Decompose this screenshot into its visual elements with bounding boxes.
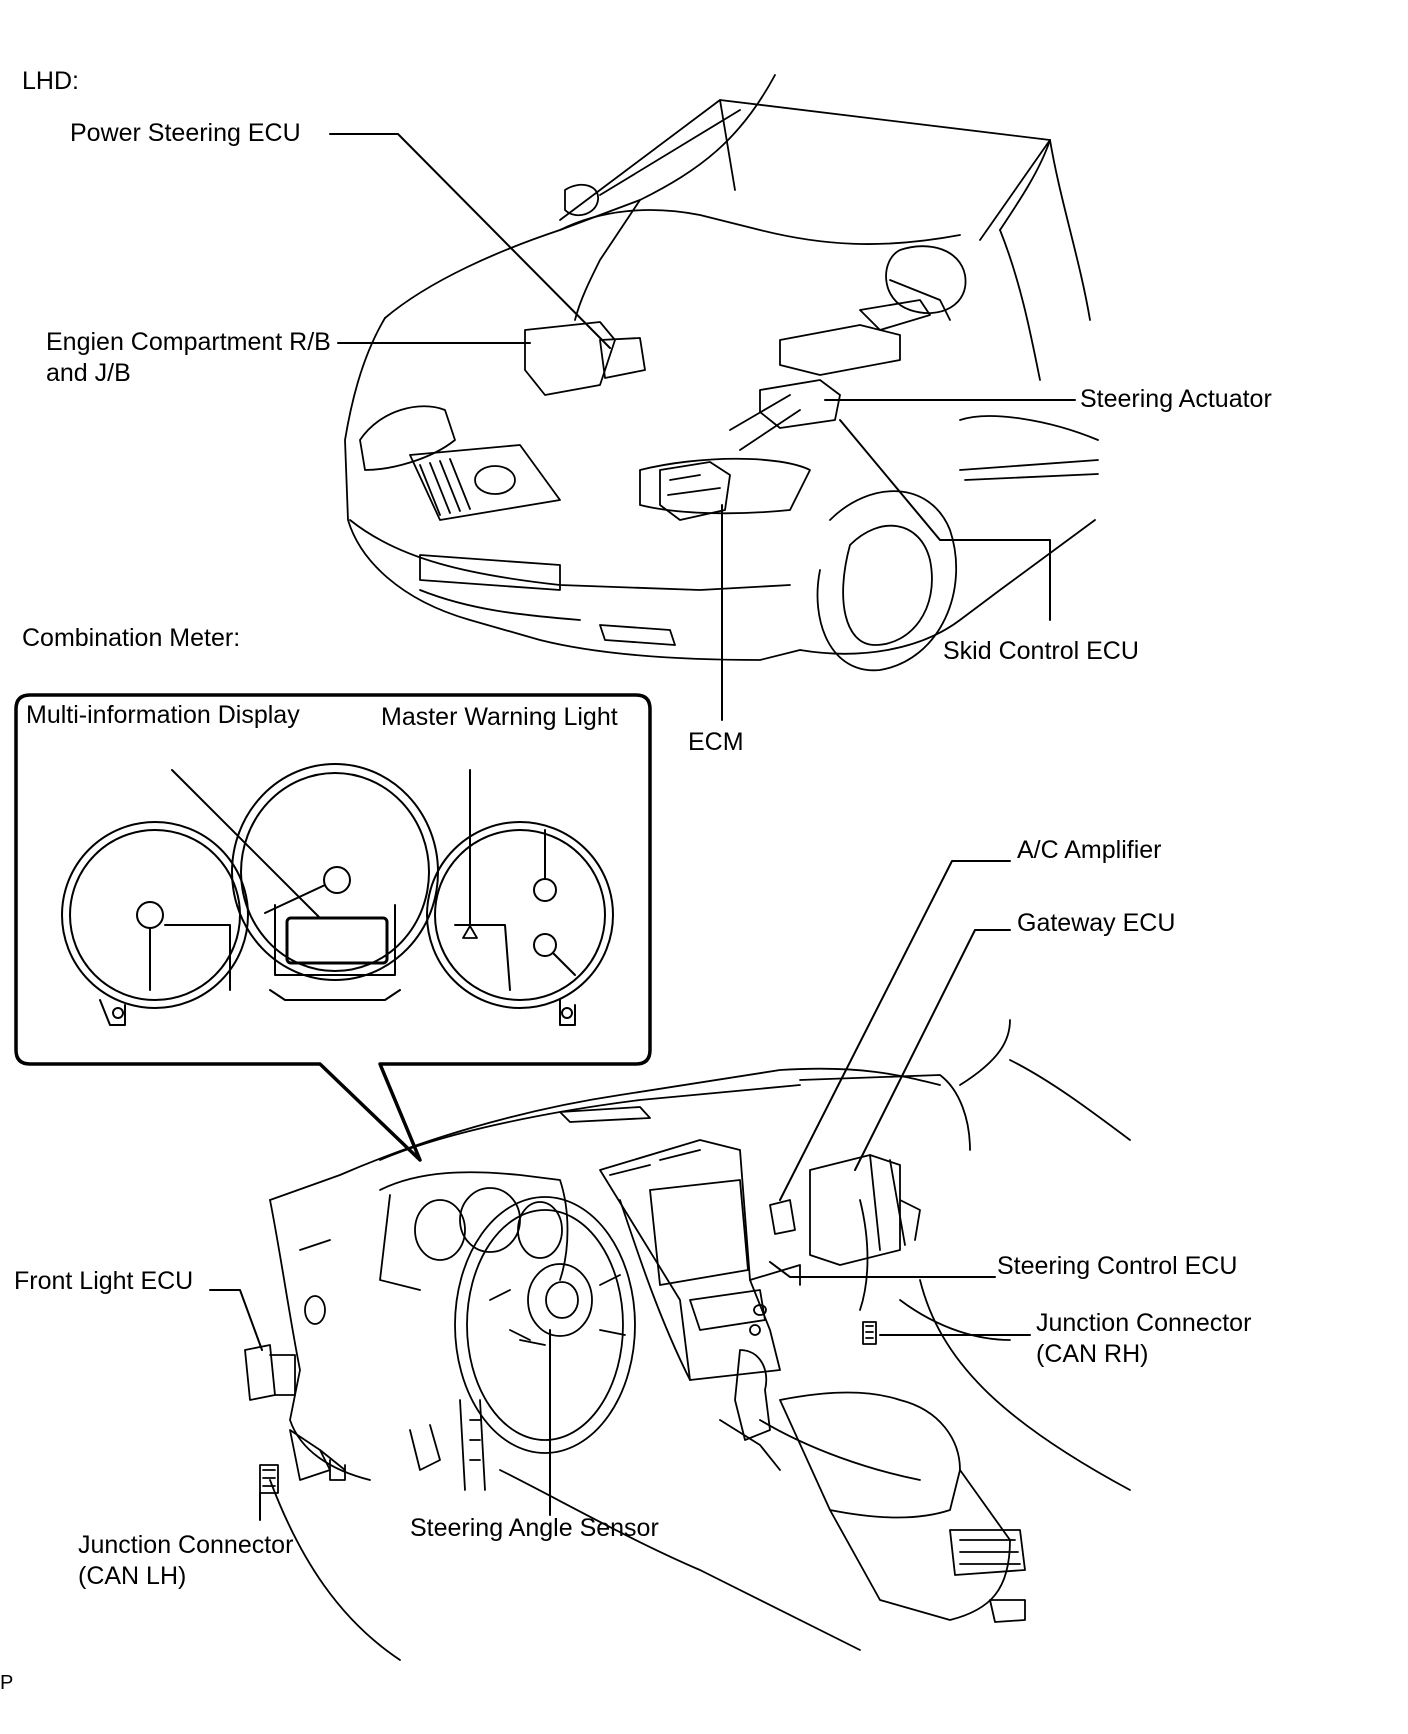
label-junction-connector-rh-line1: Junction Connector [1036, 1309, 1252, 1337]
section-title-combination-meter: Combination Meter: [22, 624, 241, 652]
label-front-light-ecu: Front Light ECU [14, 1267, 194, 1295]
steering-wheel [454, 1196, 636, 1454]
steering-angle-sensor-hub [527, 1263, 593, 1337]
leader-multi-information-display [171, 769, 321, 919]
leader-ac-amplifier [779, 860, 1011, 1201]
label-junction-connector-rh-line2: (CAN RH) [1036, 1340, 1149, 1368]
fuel-temp-dial [426, 821, 614, 1009]
tachometer-hub [136, 901, 164, 929]
leader-lines-interior [209, 860, 1031, 1521]
label-engine-compartment-rb-line1: Engien Compartment R/B [46, 328, 331, 356]
label-junction-connector-rh: Junction Connector (CAN RH) [1036, 1308, 1251, 1370]
label-engine-compartment-rb-line2: and J/B [46, 359, 131, 387]
label-steering-actuator: Steering Actuator [1080, 385, 1272, 413]
leader-steering-control-ecu [769, 1261, 996, 1278]
label-skid-control-ecu: Skid Control ECU [943, 637, 1139, 665]
label-junction-connector-lh-line1: Junction Connector [78, 1531, 294, 1559]
combination-meter-inset [14, 693, 652, 1162]
leader-skid-control-ecu [839, 419, 1051, 621]
label-steering-angle-sensor: Steering Angle Sensor [410, 1514, 659, 1542]
leader-gateway-ecu [854, 929, 1011, 1171]
multi-information-display-screen [285, 916, 389, 965]
label-steering-control-ecu: Steering Control ECU [997, 1252, 1238, 1280]
label-master-warning-light: Master Warning Light [381, 703, 618, 731]
leader-front-light-ecu [209, 1289, 263, 1351]
speedometer-dial [231, 763, 439, 981]
label-engine-compartment-rb: Engien Compartment R/B and J/B [46, 327, 331, 389]
tachometer-dial [61, 821, 249, 1009]
label-junction-connector-lh-line2: (CAN LH) [78, 1562, 187, 1590]
master-warning-icon [462, 925, 478, 939]
leader-power-steering-ecu [329, 133, 611, 349]
dashboard-interior-illustration [244, 1019, 1131, 1661]
label-junction-connector-lh: Junction Connector (CAN LH) [78, 1530, 293, 1592]
car-exterior-illustration [344, 74, 1099, 672]
label-ecm: ECM [688, 728, 744, 756]
label-power-steering-ecu: Power Steering ECU [70, 119, 301, 147]
section-title-lhd: LHD: [22, 67, 79, 95]
leader-lines-exterior [329, 133, 1076, 721]
label-ac-amplifier: A/C Amplifier [1017, 836, 1162, 864]
meter-inset-frame [14, 693, 652, 1162]
label-multi-information-display: Multi-information Display [26, 701, 300, 729]
footer-mark: P [0, 1672, 14, 1694]
label-gateway-ecu: Gateway ECU [1017, 909, 1176, 937]
speedometer-hub [323, 866, 351, 894]
